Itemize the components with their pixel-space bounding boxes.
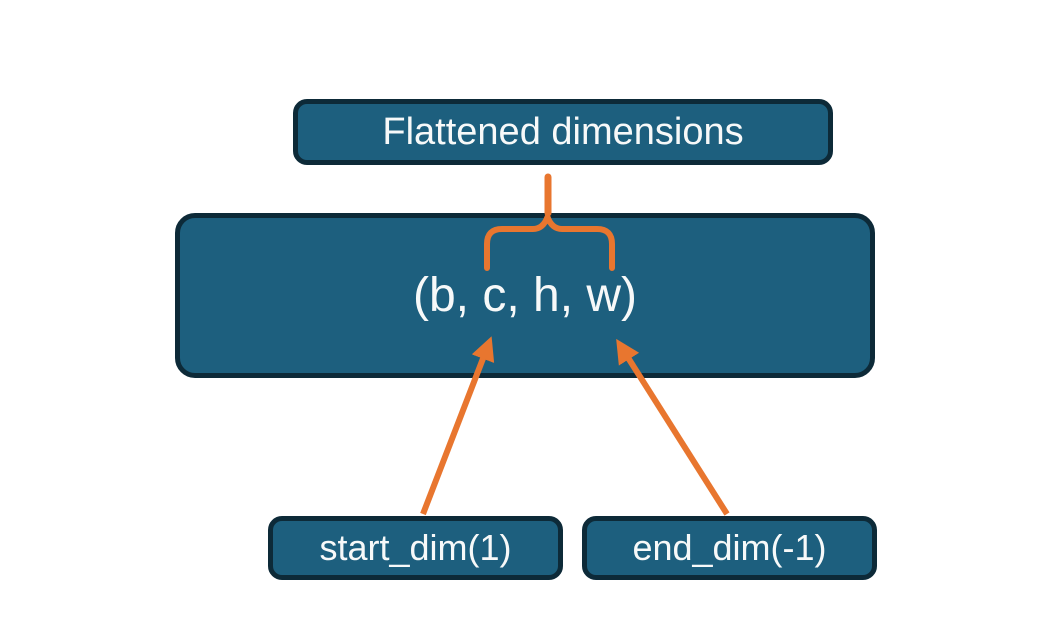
end-dim-label: end_dim(-1): [632, 527, 827, 568]
start-dim-box: start_dim(1): [268, 516, 563, 580]
end-dim-box: end_dim(-1): [582, 516, 877, 580]
flattened-dimensions-box: Flattened dimensions: [293, 99, 833, 165]
start-dim-label: start_dim(1): [319, 527, 512, 568]
tensor-shape-label: (b, c, h, w): [412, 269, 638, 322]
flattened-dimensions-label: Flattened dimensions: [382, 110, 744, 153]
tensor-shape-box: (b, c, h, w): [175, 213, 875, 378]
